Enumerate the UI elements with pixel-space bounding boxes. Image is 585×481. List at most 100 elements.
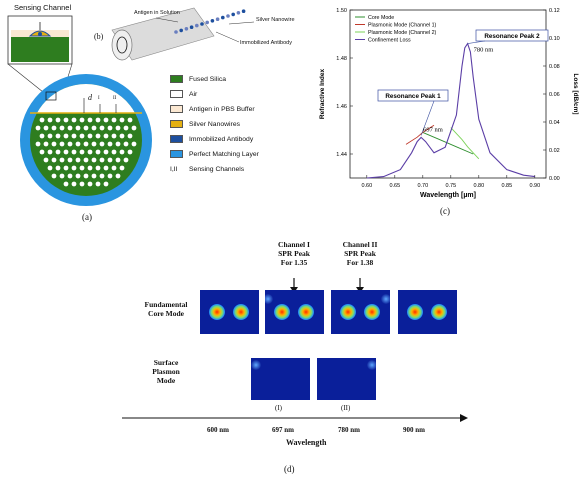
antigen-label: Antigen in Solution <box>134 10 180 16</box>
antibody-bead <box>200 22 204 26</box>
peak1-value: 697 nm <box>423 126 443 133</box>
air-hole <box>39 149 45 155</box>
channel1-title-line3: For 1.35 <box>280 258 308 267</box>
air-hole <box>63 165 69 171</box>
air-hole <box>75 141 81 147</box>
wl-600: 600 nm <box>207 426 229 434</box>
air-holes <box>35 117 137 187</box>
antibody-bead <box>195 23 199 28</box>
air-hole <box>71 165 77 171</box>
air-hole <box>123 157 129 163</box>
y-axis-label: Refractive Index <box>319 69 326 120</box>
caption-d: (d) <box>284 464 295 474</box>
air-hole <box>107 173 113 179</box>
air-hole <box>51 157 57 163</box>
air-hole <box>63 117 69 123</box>
antibody-bead <box>241 9 246 13</box>
panel-a: Sensing Channel d I II (a) <box>0 0 160 230</box>
sub-label-i: (I) <box>275 404 282 412</box>
plasmon-mode-697 <box>251 358 310 400</box>
panel-d: Channel I SPR Peak For 1.35 Channel II S… <box>0 232 585 481</box>
legend-label: Antigen in PBS Buffer <box>189 105 255 113</box>
air-hole <box>99 173 105 179</box>
legend-swatch <box>170 90 183 98</box>
antibody-bead <box>221 15 225 20</box>
sub-label-ii: (II) <box>341 404 351 412</box>
air-hole <box>87 165 93 171</box>
y-tick-label: 1.46 <box>336 104 347 110</box>
channel-ii-label: II <box>113 96 117 101</box>
inset-silica <box>11 36 69 62</box>
legend-item: Air <box>170 89 197 99</box>
air-hole <box>91 173 97 179</box>
air-hole <box>119 133 125 139</box>
peak1-box <box>377 89 449 102</box>
x-tick-label: 0.75 <box>445 183 456 189</box>
air-hole <box>103 165 109 171</box>
air-hole <box>99 125 105 131</box>
air-hole <box>55 149 61 155</box>
air-hole <box>123 125 129 131</box>
row2-label-line2: Plasmon <box>152 367 180 376</box>
air-hole <box>79 165 85 171</box>
air-hole <box>107 157 113 163</box>
air-hole <box>71 117 77 123</box>
y2-tick-label: 0.08 <box>549 64 560 70</box>
x-tick-label: 0.70 <box>417 183 428 189</box>
air-hole <box>55 117 61 123</box>
wl-697: 697 nm <box>272 426 294 434</box>
x-tick-label: 0.60 <box>361 183 372 189</box>
air-hole <box>63 149 69 155</box>
peak1-label: Resonance Peak 1 <box>385 93 441 100</box>
air-hole <box>59 173 65 179</box>
air-hole <box>111 149 117 155</box>
air-hole <box>51 125 57 131</box>
air-hole <box>43 141 49 147</box>
legend-swatch <box>170 75 183 83</box>
air-hole <box>63 133 69 139</box>
air-hole <box>111 165 117 171</box>
air-hole <box>43 157 49 163</box>
chart-legend-label: Plasmonic Mode (Channel 2) <box>368 30 437 36</box>
air-hole <box>107 125 113 131</box>
air-hole <box>71 181 77 187</box>
air-hole <box>131 141 137 147</box>
legend-label: Fused Silica <box>189 75 227 83</box>
air-hole <box>119 149 125 155</box>
air-hole <box>127 133 133 139</box>
antibody-bead <box>179 28 183 33</box>
air-hole <box>115 125 121 131</box>
air-hole <box>103 133 109 139</box>
air-hole <box>67 157 73 163</box>
air-hole <box>103 181 109 187</box>
legend-swatch <box>170 120 183 128</box>
channel2-title: Channel II SPR Peak For 1.38 <box>334 240 386 267</box>
channel1-title: Channel I SPR Peak For 1.35 <box>268 240 320 267</box>
air-hole <box>75 157 81 163</box>
air-hole <box>115 141 121 147</box>
air-hole <box>91 157 97 163</box>
air-hole <box>95 133 101 139</box>
y2-tick-label: 0.06 <box>549 92 560 98</box>
y2-tick-label: 0.02 <box>549 148 560 154</box>
air-hole <box>55 165 61 171</box>
y2-tick-label: 0.10 <box>549 36 560 42</box>
peak2-label: Resonance Peak 2 <box>484 33 540 40</box>
y2-axis-label: Loss [dB/cm] <box>572 73 579 114</box>
air-hole <box>47 149 53 155</box>
air-hole <box>87 133 93 139</box>
air-hole <box>67 141 73 147</box>
wavelength-axis <box>122 414 468 422</box>
legend-label: Immobilized Antibody <box>189 135 254 143</box>
air-hole <box>127 117 133 123</box>
legend-item: Antigen in PBS Buffer <box>170 104 255 114</box>
legend-item: Silver Nanowires <box>170 119 240 129</box>
air-hole <box>47 133 53 139</box>
peak2-pointer <box>467 40 486 44</box>
y-tick-label: 1.50 <box>336 8 347 14</box>
antibody-bead <box>210 19 215 23</box>
nanowire-label: Silver Nanowire <box>256 17 295 23</box>
air-hole <box>79 149 85 155</box>
air-hole <box>119 165 125 171</box>
